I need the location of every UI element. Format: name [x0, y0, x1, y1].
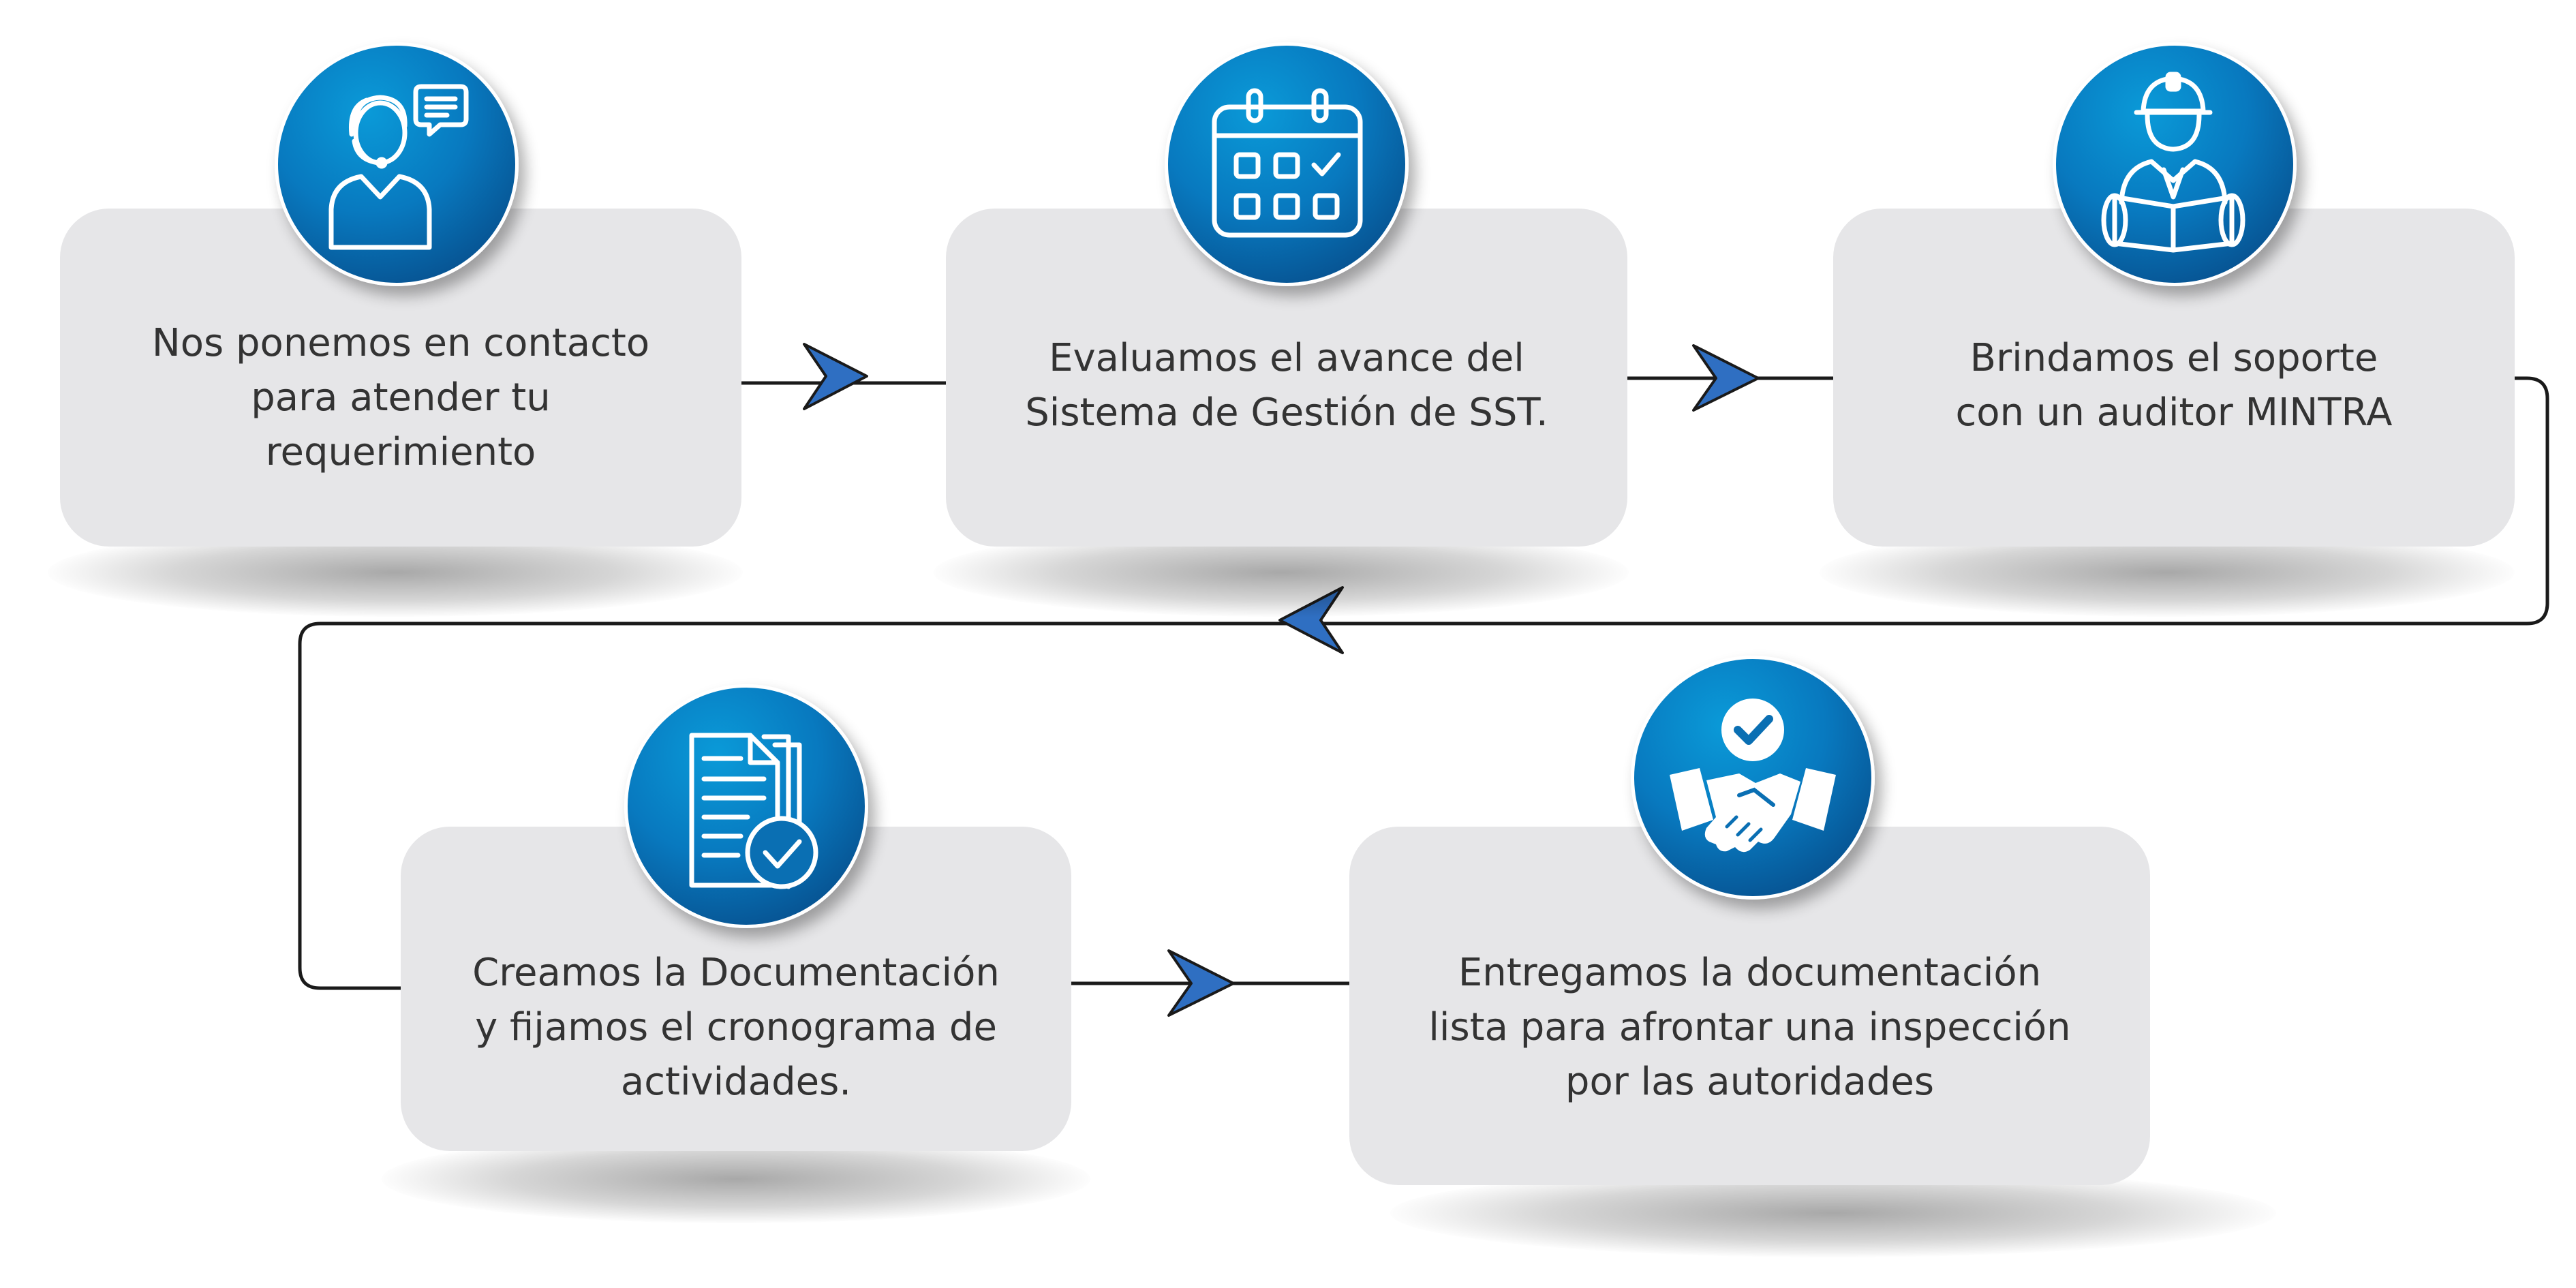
engineer-icon	[2101, 72, 2245, 253]
step-4-text: Creamos la Documentación y fijamos el cr…	[472, 951, 1000, 1104]
step-1-icon-circle	[275, 42, 519, 286]
step-2-text: Evaluamos el avance del Sistema de Gesti…	[1025, 336, 1548, 435]
customer-support-icon	[328, 84, 469, 250]
handshake-check-icon	[1670, 699, 1836, 853]
step-card-5: Entregamos la documentación lista para a…	[1349, 827, 2150, 1185]
documents-check-icon	[689, 733, 818, 889]
calendar-icon	[1212, 88, 1363, 238]
connector-3-4	[298, 376, 2549, 990]
step-1-text: Nos ponemos en contacto para atender tu …	[151, 321, 650, 474]
arrow-3-4-icon	[1278, 586, 1344, 654]
step-5-icon-circle	[1631, 656, 1875, 900]
arrow-1-2-icon	[803, 343, 868, 410]
step-3-icon-circle	[2053, 42, 2297, 286]
step-5-text: Entregamos la documentación lista para a…	[1428, 951, 2071, 1104]
step-4-icon-circle	[624, 684, 868, 928]
arrow-4-5-icon	[1167, 949, 1235, 1017]
step-2-icon-circle	[1165, 42, 1409, 286]
step-3-text: Brindamos el soporte con un auditor MINT…	[1955, 336, 2393, 435]
arrow-2-3-icon	[1692, 344, 1760, 412]
